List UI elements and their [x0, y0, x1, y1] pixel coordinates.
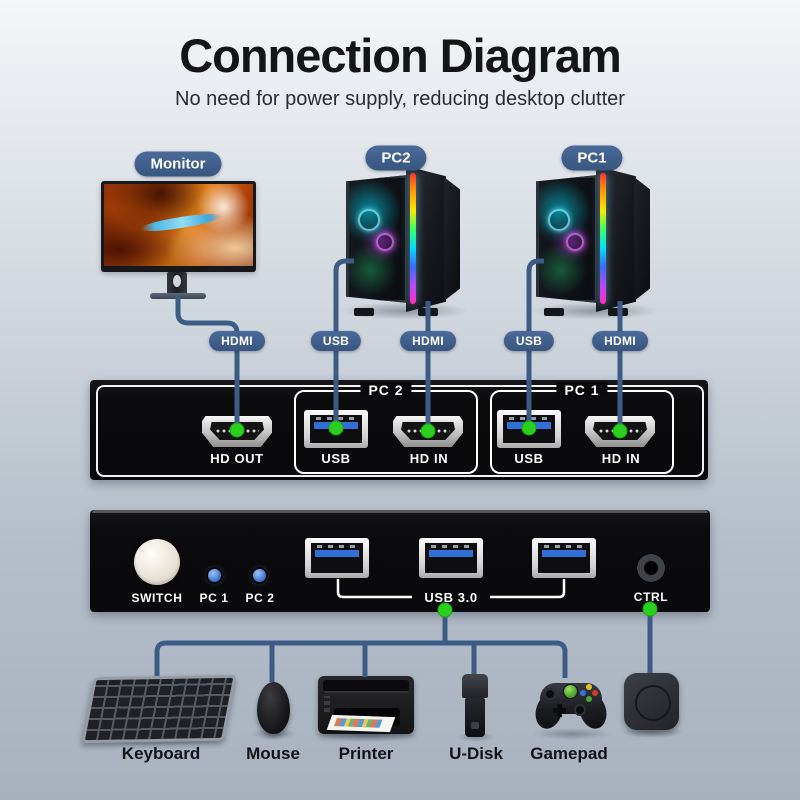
ctrl-label: CTRL [633, 590, 669, 604]
printer [318, 676, 414, 734]
pc1-badge: PC1 [561, 145, 623, 171]
group-box-pc2: PC 2 [294, 382, 478, 474]
connector-dot [420, 423, 436, 439]
rgb-fan-icon [376, 233, 394, 251]
group-label-pc1: PC 1 [556, 382, 608, 398]
cable-badge-usb-pc1: USB [503, 331, 555, 351]
usb-contacts-icon [544, 545, 584, 548]
port-label-hd-in-pc2: HD IN [409, 451, 449, 466]
mouse-label: Mouse [246, 744, 300, 763]
switch-button [134, 539, 180, 585]
page-title: Connection Diagram [179, 29, 622, 82]
monitor [101, 181, 256, 272]
pc2-foot [354, 308, 374, 316]
rgb-fan-icon [566, 233, 584, 251]
gamepad-button-y [586, 684, 592, 690]
cable-monitor-hdmi [175, 296, 240, 430]
pc2-glass-panel [346, 175, 408, 303]
rgb-fan-icon [358, 209, 380, 231]
gamepad-button-a [586, 696, 592, 702]
usb-cavity [425, 543, 477, 573]
led-label-pc1: PC 1 [199, 591, 229, 605]
cable-badge-hdmi-monitor: HDMI [209, 331, 265, 351]
gamepad [531, 680, 611, 732]
usb-cavity [311, 543, 363, 573]
led-pc1 [208, 569, 221, 582]
remote-control-pad [624, 673, 679, 730]
gamepad-dpad-icon [553, 704, 566, 717]
pc2-tower [340, 166, 470, 320]
usb3-bracket-left [336, 579, 412, 599]
pc2-side-edge [444, 177, 460, 301]
port-label-hd-in-pc1: HD IN [601, 451, 641, 466]
usb-contacts-icon [431, 545, 471, 548]
cable-pc2-usb [333, 258, 354, 426]
usb-tab-icon [542, 550, 586, 557]
port-label-usb-pc2: USB [321, 451, 351, 466]
page-subtitle: No need for power supply, reducing deskt… [175, 88, 625, 110]
gamepad-button-b [592, 690, 598, 696]
pc1-foot [544, 308, 564, 316]
pc1-rgb-strip [600, 173, 606, 304]
cable-badge-hdmi-pc1: HDMI [592, 331, 648, 351]
usb3-port-2 [419, 538, 483, 578]
gamepad-button-x [580, 690, 586, 696]
usb-cavity [538, 543, 590, 573]
pc2-badge: PC2 [365, 145, 427, 171]
gamepad-stick [544, 688, 556, 700]
pc1-glass-panel [536, 175, 598, 303]
connector-dot [437, 602, 453, 618]
usb3-group-label: USB 3.0 [424, 590, 478, 605]
udisk-cap [462, 674, 488, 698]
led-label-pc2: PC 2 [245, 591, 275, 605]
printer-controls [324, 696, 330, 712]
switch-label: SWITCH [131, 591, 183, 605]
gamepad-stick [574, 704, 586, 716]
group-label-pc2: PC 2 [360, 382, 412, 398]
gamepad-label: Gamepad [530, 744, 608, 763]
gamepad-shadow [532, 728, 612, 740]
monitor-badge: Monitor [134, 151, 222, 177]
cable-usb-bus [154, 640, 568, 678]
port-label-hd-out: HD OUT [210, 451, 264, 466]
mouse-shadow [250, 728, 298, 740]
group-box-pc1: PC 1 [490, 382, 674, 474]
led-pc2 [253, 569, 266, 582]
printer-lid [323, 680, 409, 693]
ctrl-jack [637, 554, 665, 582]
kvm-front-panel [90, 510, 710, 612]
connector-dot [328, 420, 344, 436]
mouse [257, 682, 290, 734]
udisk-label: U-Disk [449, 744, 503, 763]
keyboard-label: Keyboard [121, 744, 201, 763]
connector-dot [229, 422, 245, 438]
usb3-port-3 [532, 538, 596, 578]
monitor-stand-hole [173, 275, 181, 287]
cable-badge-hdmi-pc2: HDMI [400, 331, 456, 351]
monitor-screen [104, 184, 253, 266]
connector-dot [642, 601, 658, 617]
rgb-fan-icon [548, 209, 570, 231]
cable-badge-usb-pc2: USB [310, 331, 362, 351]
usb3-bracket-right [490, 579, 566, 599]
cable-pc1-usb [526, 258, 544, 426]
udisk-notch [471, 722, 479, 729]
usb3-port-1 [305, 538, 369, 578]
usb-tab-icon [429, 550, 473, 557]
gamepad-guide-button-icon [564, 685, 577, 698]
connector-dot [521, 420, 537, 436]
udisk [465, 698, 485, 737]
pc2-rgb-strip [410, 173, 416, 304]
pc1-side-edge [634, 177, 650, 301]
printer-label: Printer [338, 744, 394, 763]
udisk-shadow [456, 732, 496, 742]
usb-contacts-icon [317, 545, 357, 548]
port-label-usb-pc1: USB [514, 451, 544, 466]
connector-dot [612, 423, 628, 439]
usb-tab-icon [315, 550, 359, 557]
